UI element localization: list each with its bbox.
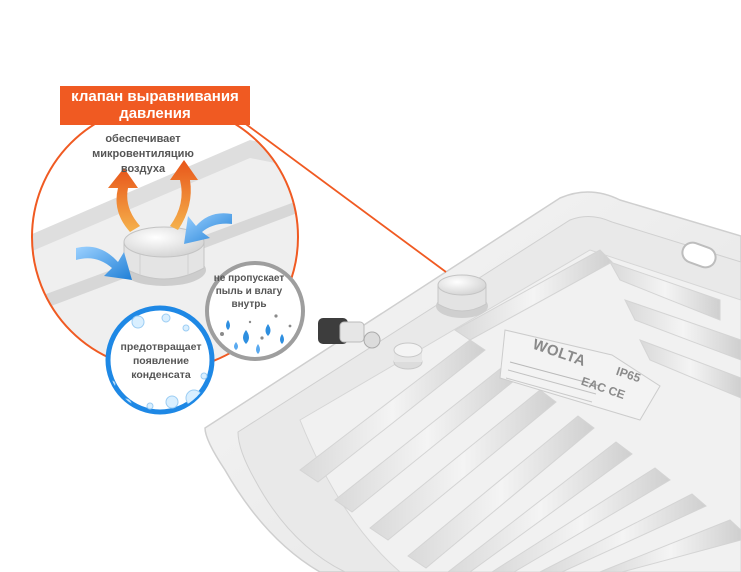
product-label-plate: [499, 329, 661, 421]
arrow-up-icon: [108, 160, 198, 232]
air-flow-text: обеспечивает микровентиляцию воздуха: [92, 133, 194, 175]
pressure-valve-title: клапан выравнивания давления: [60, 86, 250, 125]
cable-gland: [318, 318, 381, 349]
condensation-text: предотвращает появление конденсата: [120, 341, 202, 381]
heat-sink-fins: [299, 249, 741, 572]
title-line-2: давления: [119, 105, 191, 122]
arrow-in-icon: [76, 213, 232, 280]
title-line-1: клапан выравнивания: [71, 88, 239, 105]
dust-protection-text: не пропускает пыль и влагу внутрь: [213, 273, 285, 310]
pressure-valve-small: [436, 274, 488, 318]
valve-leader-line: [242, 121, 447, 273]
water-drop-icon: [220, 314, 292, 354]
dust-protection-circle: [205, 261, 305, 361]
